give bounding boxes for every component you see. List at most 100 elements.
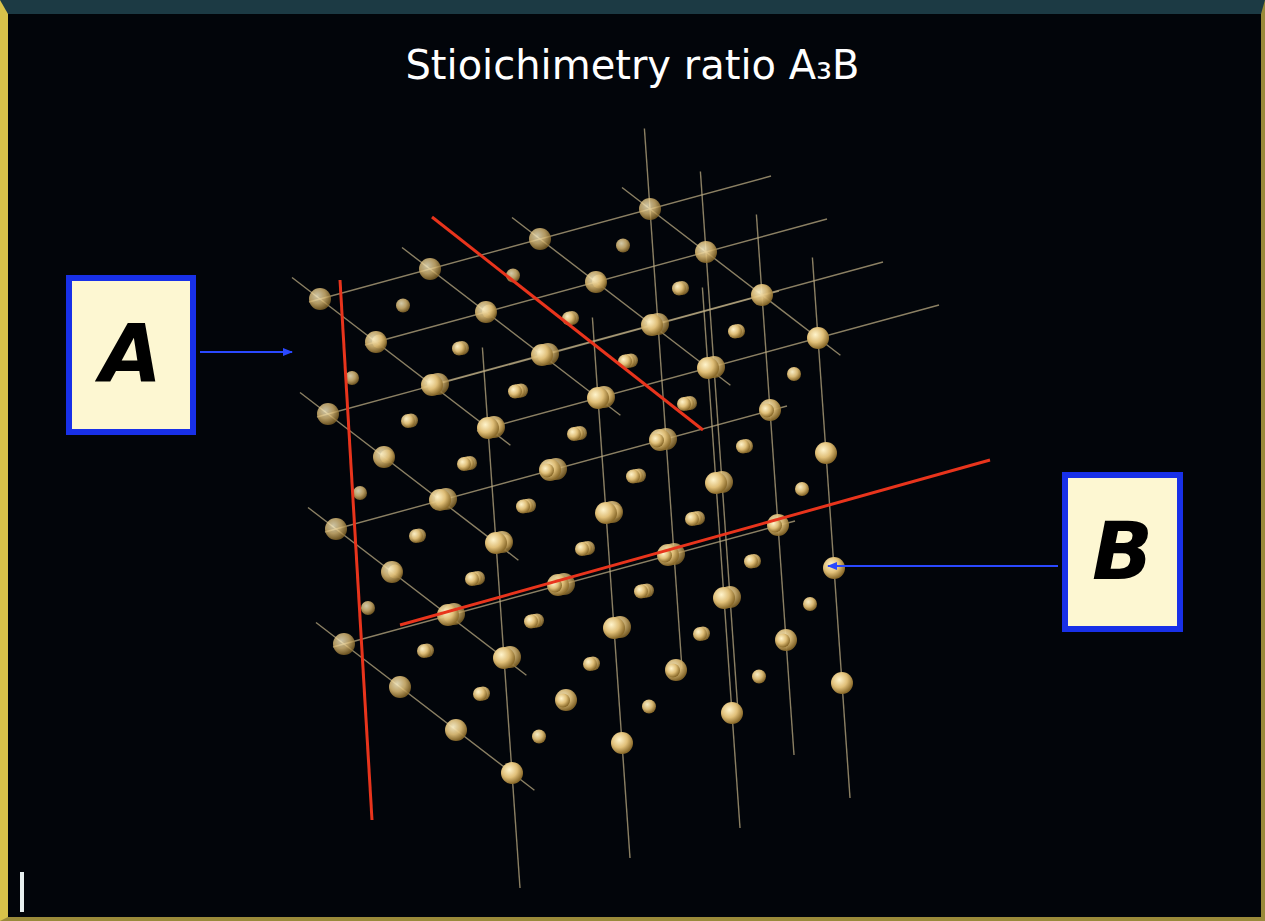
b-atom <box>649 429 671 451</box>
lattice-line <box>333 521 795 647</box>
b-atom <box>831 672 853 694</box>
a-atom <box>575 542 589 556</box>
b-atom <box>429 489 451 511</box>
a-atom <box>672 282 686 296</box>
b-atom <box>445 719 467 741</box>
b-atom <box>751 284 773 306</box>
b-atom <box>333 633 355 655</box>
a-atom <box>634 585 648 599</box>
b-atom <box>529 228 551 250</box>
plane-line <box>400 460 990 625</box>
a-atom <box>744 555 758 569</box>
a-atom <box>752 670 766 684</box>
a-atom <box>583 657 597 671</box>
b-atom <box>695 241 717 263</box>
plane-line <box>340 280 372 820</box>
b-atom <box>775 629 797 651</box>
lattice-line <box>308 508 526 676</box>
b-atom <box>713 587 735 609</box>
a-atom <box>677 397 691 411</box>
lattice-line <box>300 393 518 561</box>
b-atom <box>555 689 577 711</box>
a-atom <box>776 634 790 648</box>
a-atom <box>728 325 742 339</box>
a-atom <box>516 500 530 514</box>
b-atom <box>697 357 719 379</box>
lattice-line <box>402 248 620 416</box>
lattice-line <box>292 278 510 446</box>
b-atom <box>325 518 347 540</box>
a-atom <box>473 687 487 701</box>
a-atom <box>532 730 546 744</box>
a-atom <box>760 404 774 418</box>
b-atom <box>807 327 829 349</box>
b-atom <box>611 732 633 754</box>
a-atom <box>452 342 466 356</box>
a-atom <box>567 427 581 441</box>
plane-line <box>432 217 703 430</box>
b-atom <box>493 647 515 669</box>
a-atom <box>409 529 423 543</box>
b-atom <box>389 676 411 698</box>
label-box: B <box>1062 472 1183 632</box>
b-atom <box>721 702 743 724</box>
b-atom <box>815 442 837 464</box>
a-atom <box>795 482 809 496</box>
b-atom <box>317 403 339 425</box>
b-atom <box>373 446 395 468</box>
lattice-line <box>512 218 730 386</box>
a-atom <box>353 486 367 500</box>
b-atom <box>639 198 661 220</box>
label-box: A <box>66 275 196 435</box>
b-atom <box>641 314 663 336</box>
b-atom <box>823 557 845 579</box>
lattice-line <box>477 305 939 431</box>
b-atom <box>595 502 617 524</box>
leader-arrow <box>200 351 292 353</box>
a-atom <box>693 627 707 641</box>
a-atom <box>685 512 699 526</box>
a-atom <box>417 644 431 658</box>
b-atom <box>365 331 387 353</box>
a-atom <box>465 572 479 586</box>
plane-lines <box>340 217 990 820</box>
b-atom <box>603 617 625 639</box>
b-atom <box>485 532 507 554</box>
atom-label: B <box>1092 512 1153 592</box>
a-atom <box>361 601 375 615</box>
a-atom <box>524 615 538 629</box>
a-atom <box>736 440 750 454</box>
a-atom <box>457 457 471 471</box>
lattice-lines <box>292 129 939 889</box>
a-atom <box>787 367 801 381</box>
a-atom <box>666 664 680 678</box>
a-atom <box>508 385 522 399</box>
b-atom <box>477 417 499 439</box>
a-atom <box>626 470 640 484</box>
b-atom <box>531 344 553 366</box>
lattice-line <box>316 623 534 791</box>
a-atom <box>556 694 570 708</box>
b-atom <box>759 399 781 421</box>
a-atom <box>396 299 410 313</box>
a-atom <box>642 700 656 714</box>
b-atom <box>539 459 561 481</box>
corner-mark <box>20 872 24 912</box>
b-atom <box>475 301 497 323</box>
a-atom <box>803 597 817 611</box>
b-atom <box>421 374 443 396</box>
b-atom <box>419 258 441 280</box>
b-atom <box>309 288 331 310</box>
atom-label: A <box>100 315 162 395</box>
a-atom <box>650 434 664 448</box>
leader-arrow <box>828 565 1058 567</box>
slide-title: Stioichimetry ratio A₃B <box>0 42 1265 88</box>
lattice-atoms <box>309 198 853 784</box>
b-atom <box>381 561 403 583</box>
a-atom <box>401 414 415 428</box>
b-atom <box>501 762 523 784</box>
b-atom <box>705 472 727 494</box>
